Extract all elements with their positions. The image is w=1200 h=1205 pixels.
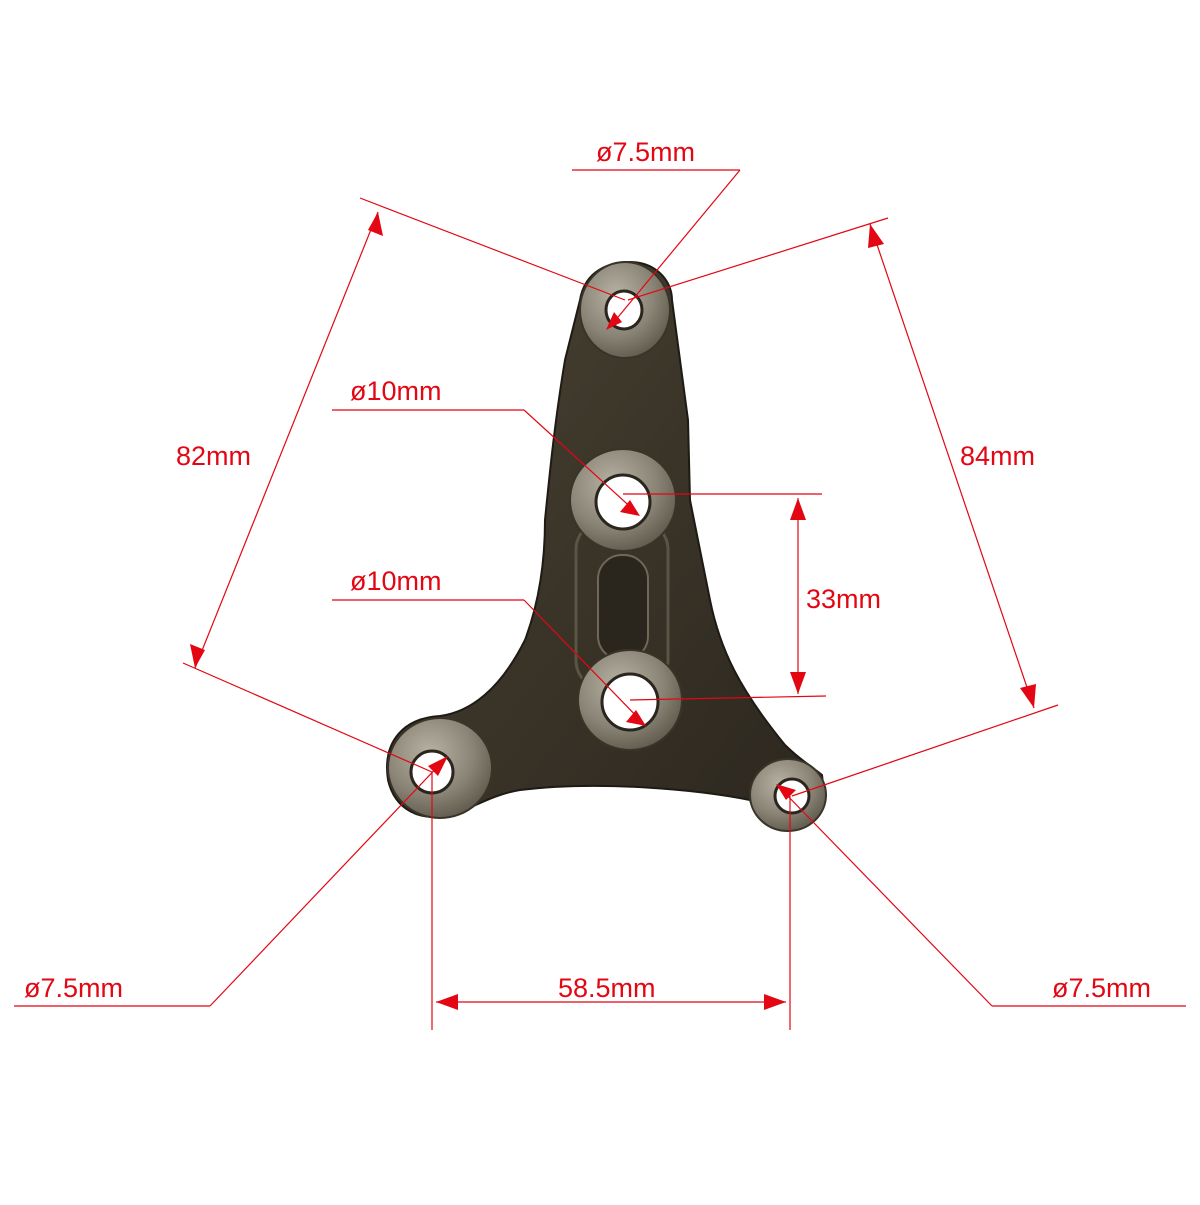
lower-center-hole	[600, 672, 660, 732]
center-spacing-dimension	[623, 493, 827, 701]
right-span-dimension	[627, 217, 1059, 797]
left-span-label: 82mm	[176, 441, 252, 471]
right-span-label: 84mm	[960, 441, 1036, 471]
top-hole-leader	[572, 169, 741, 330]
top-hole-label: ø7.5mm	[596, 137, 696, 167]
upper-center-hole-label: ø10mm	[350, 376, 442, 406]
center-spacing-label: 33mm	[806, 584, 882, 614]
bottom-span-dimension	[431, 772, 791, 1030]
left-span-dimension	[182, 197, 626, 773]
lower-center-hole-label: ø10mm	[350, 566, 442, 596]
left-hole-label: ø7.5mm	[24, 973, 124, 1003]
bottom-span-label: 58.5mm	[558, 973, 656, 1003]
right-hole-leader	[776, 784, 1186, 1007]
right-hole-label: ø7.5mm	[1052, 973, 1152, 1003]
lower-center-leader	[332, 599, 646, 726]
center-slot	[597, 554, 649, 661]
upper-center-leader	[332, 409, 640, 516]
left-hole-leader	[14, 756, 448, 1007]
